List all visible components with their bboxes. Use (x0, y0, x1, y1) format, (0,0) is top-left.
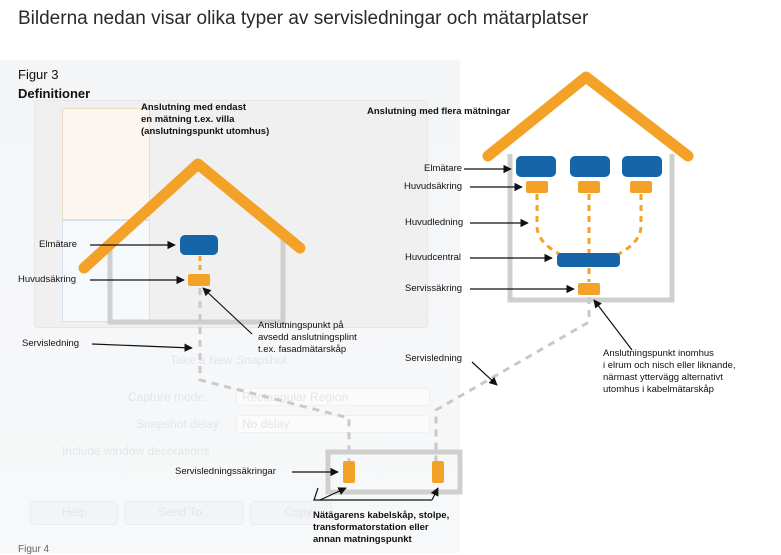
ghost-snapshot-delay-label: Snapshot delay: (136, 417, 223, 431)
right-house-roof (482, 71, 694, 162)
left-house (78, 158, 306, 325)
ghost-send-to-label: Send To... (158, 505, 212, 519)
figure-label: Figur 3 (18, 67, 59, 82)
background-ghost-window: Take a New Snapshot Capture mode: Rectan… (0, 60, 460, 553)
right-meter (516, 156, 556, 177)
figure-caption-partial: Figur 4 (18, 544, 50, 555)
service-line-right-label: Servisledning (405, 353, 463, 364)
network-point-label: Nätägarens kabelskåp, stolpe, transforma… (313, 510, 450, 545)
right-main-fuse (630, 181, 652, 193)
right-service-fuse-label: Servissäkring (405, 283, 463, 294)
ghost-thumbnail (62, 220, 150, 322)
right-service-fuse (578, 283, 600, 295)
ghost-help-label: Help (62, 505, 87, 519)
page-heading: Bilderna nedan visar olika typer av serv… (18, 8, 589, 29)
right-main-fuse (526, 181, 548, 193)
right-house-wall (507, 154, 675, 303)
ghost-capture-mode-field (236, 388, 430, 406)
left-house-title: Anslutning med endast en mätning t.ex. v… (141, 102, 270, 137)
right-main-line-label: Huvudledning (405, 217, 464, 228)
ghost-include-decorations: Include window decorations (62, 444, 210, 458)
right-main-lines (535, 194, 643, 282)
service-line-left-label: Servisledning (22, 338, 80, 349)
right-connection-point-label: Anslutningspunkt inomhus i elrum och nis… (603, 348, 736, 395)
service-lines (198, 288, 591, 462)
service-fuses-label: Servisledningssäkringar (175, 466, 276, 477)
right-meter-label: Elmätare (424, 163, 463, 174)
label-arrows (90, 164, 633, 501)
ghost-snapshot-delay-field (236, 415, 430, 433)
right-main-central (557, 253, 620, 267)
left-meter (180, 235, 218, 255)
right-meter (622, 156, 662, 177)
right-main-central-label: Huvudcentral (405, 252, 461, 263)
service-fuse (432, 461, 444, 483)
ghost-copy-label: Copy (284, 505, 313, 519)
left-main-fuse (188, 274, 210, 286)
ghost-divider (170, 170, 370, 171)
ghost-send-to-button (124, 501, 244, 525)
right-house (482, 71, 694, 303)
ghost-thumbnail (62, 108, 150, 220)
ghost-help-button (30, 501, 118, 525)
definitions-label: Definitioner (18, 86, 91, 101)
ghost-copy-button (250, 501, 332, 525)
ghost-capture-mode-value: Rectangular Region (242, 390, 349, 404)
service-fuse (343, 461, 355, 483)
ghost-capture-mode-label: Capture mode: (128, 390, 208, 404)
right-main-fuse-label: Huvudsäkring (404, 181, 463, 192)
left-connection-point-label: Anslutningspunkt på avsedd anslutningspl… (258, 320, 357, 355)
left-main-fuse-label: Huvudsäkring (18, 274, 77, 285)
service-line-left (198, 288, 351, 462)
right-house-title: Anslutning med flera mätningar (367, 106, 511, 117)
service-line-right (434, 297, 591, 462)
right-meter (570, 156, 610, 177)
left-meter-label: Elmätare (39, 239, 78, 250)
ghost-divider (170, 200, 370, 201)
right-main-fuse (578, 181, 600, 193)
left-house-roof (78, 158, 306, 274)
ghost-snapshot-delay-value: No delay (242, 417, 290, 431)
